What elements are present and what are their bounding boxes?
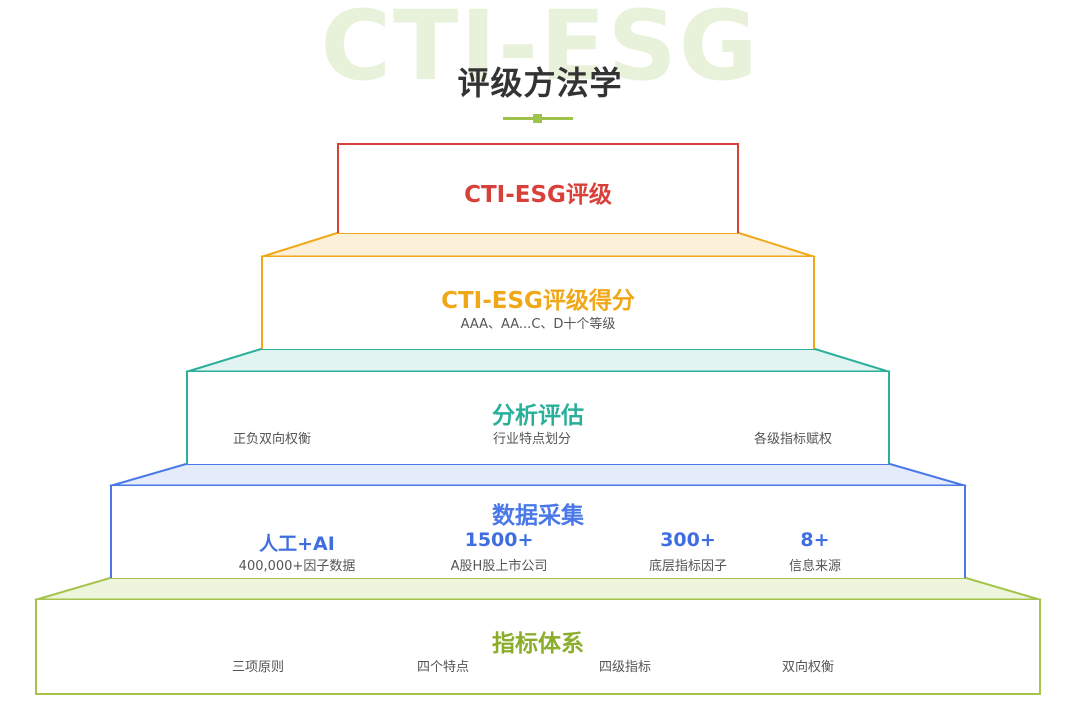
pyramid-level-data-collection: 数据采集 人工+AI 400,000+因子数据 1500+ A股H股上市公司 3… bbox=[110, 486, 966, 578]
level-indicator-system-heading: 指标体系 bbox=[492, 631, 584, 657]
indicator-item: 双向权衡 bbox=[782, 660, 835, 675]
analysis-item: 行业特点划分 bbox=[493, 432, 572, 447]
stat-value: 1500+ bbox=[464, 529, 534, 551]
stat-label: 信息来源 bbox=[788, 559, 841, 574]
level-data-collection-heading: 数据采集 bbox=[492, 503, 584, 529]
pyramid-level-score: CTI-ESG评级得分 AAA、AA...C、D十个等级 bbox=[261, 257, 815, 349]
stat-label: A股H股上市公司 bbox=[450, 559, 548, 574]
stat-value: 人工+AI bbox=[259, 533, 335, 555]
page-title: 评级方法学 bbox=[457, 64, 623, 102]
indicator-item: 三项原则 bbox=[232, 660, 285, 675]
stat-value: 300+ bbox=[660, 529, 716, 551]
connector-orange-top bbox=[260, 232, 816, 258]
connector-blue-top bbox=[109, 463, 967, 487]
pyramid-level-rating: CTI-ESG评级 bbox=[337, 143, 739, 233]
analysis-item: 各级指标赋权 bbox=[754, 432, 833, 447]
indicator-item: 四个特点 bbox=[417, 660, 470, 675]
indicator-item: 四级指标 bbox=[599, 660, 652, 675]
title-underline-decoration bbox=[503, 114, 573, 123]
connector-green-top bbox=[34, 577, 1042, 601]
connector-teal-top bbox=[185, 348, 891, 373]
level-score-heading: CTI-ESG评级得分 bbox=[441, 288, 635, 314]
stat-value: 8+ bbox=[800, 529, 830, 551]
watermark-text: CTI-ESG bbox=[320, 0, 760, 102]
level-score-subtitle: AAA、AA...C、D十个等级 bbox=[460, 317, 616, 332]
level-rating-heading: CTI-ESG评级 bbox=[464, 182, 612, 208]
stat-label: 400,000+因子数据 bbox=[238, 559, 356, 574]
pyramid-level-indicator-system: 指标体系 三项原则 四个特点 四级指标 双向权衡 bbox=[35, 600, 1041, 695]
level-analysis-heading: 分析评估 bbox=[492, 403, 584, 429]
analysis-item: 正负双向权衡 bbox=[233, 432, 312, 447]
pyramid-level-analysis: 分析评估 正负双向权衡 行业特点划分 各级指标赋权 bbox=[186, 372, 890, 464]
stat-label: 底层指标因子 bbox=[648, 559, 727, 574]
